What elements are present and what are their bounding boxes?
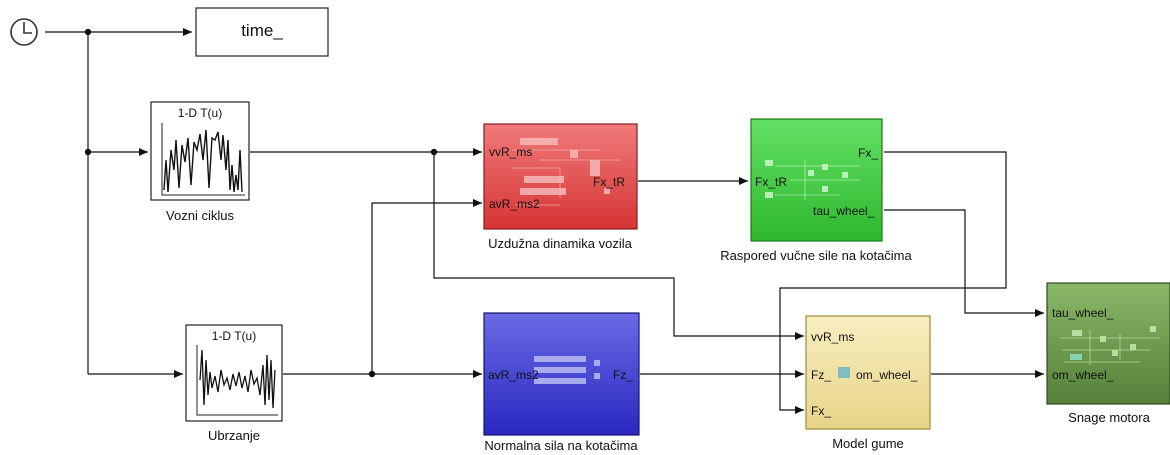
motor-caption: Snage motora: [1068, 410, 1150, 425]
guma-port-out1: om_wheel_: [856, 368, 918, 382]
vozni-header: 1-D T(u): [151, 102, 249, 122]
ubrzanje-lut-title: 1-D T(u): [211, 329, 257, 343]
wire-ubrzanje-uzduzna[interactable]: [371, 199, 482, 374]
motor-port-in1: tau_wheel_: [1052, 306, 1114, 320]
raspored-port-in1: Fx_tR: [755, 175, 788, 189]
guma-caption: Model gume: [832, 436, 904, 451]
normalna-port-in1: avR_ms2: [488, 368, 539, 382]
time-block-label: time_: [241, 21, 283, 40]
wire-vozni-guma[interactable]: [433, 152, 804, 340]
uzduzna-port-in2: avR_ms2: [489, 197, 540, 211]
vozni-caption: Vozni ciklus: [166, 208, 234, 223]
raspored-port-out2: tau_wheel_: [813, 204, 875, 218]
guma-port-in1: vvR_ms: [811, 330, 855, 344]
vozni-lut-title: 1-D T(u): [177, 106, 223, 120]
wire-raspored-fx-guma[interactable]: [779, 151, 1007, 414]
junction-dot: [84, 148, 92, 156]
raspored-port-out1: Fx_: [858, 146, 879, 160]
uzduzna-port-in1: vvR_ms: [489, 145, 533, 159]
raspored-subsystem[interactable]: [750, 118, 883, 242]
uzduzna-caption: Uzdužna dinamika vozila: [488, 236, 632, 251]
uzduzna-port-out1: Fx_tR: [593, 175, 626, 189]
raspored-caption: Raspored vučne sile na kotačima: [720, 248, 912, 263]
drive-cycle-graph: [163, 129, 243, 193]
motor-subsystem[interactable]: [1046, 282, 1170, 405]
junction-dot: [430, 148, 438, 156]
normalna-caption: Normalna sila na kotačima: [484, 438, 638, 453]
guma-port-in2: Fz_: [811, 368, 832, 382]
guma-port-in3: Fx_: [811, 404, 832, 418]
time-block[interactable]: [195, 7, 329, 57]
uzduzna-subsystem[interactable]: [483, 123, 638, 230]
normalna-port-out1: Fz_: [613, 368, 634, 382]
ubrzanje-header: 1-D T(u): [186, 325, 282, 345]
time-block-text[interactable]: time_: [196, 8, 328, 56]
motor-port-in2: om_wheel_: [1052, 368, 1114, 382]
guma-subsystem[interactable]: [805, 315, 931, 430]
acceleration-graph: [199, 349, 276, 409]
ubrzanje-lookup-block[interactable]: [185, 324, 283, 422]
junction-dot: [84, 28, 92, 36]
clock-icon[interactable]: [10, 18, 38, 46]
normalna-subsystem[interactable]: [483, 312, 640, 436]
vozni-lookup-block[interactable]: [150, 101, 250, 201]
wire-raspored-tau-motor[interactable]: [884, 209, 1044, 317]
junction-dot: [368, 370, 376, 378]
ubrzanje-caption: Ubrzanje: [207, 428, 261, 443]
